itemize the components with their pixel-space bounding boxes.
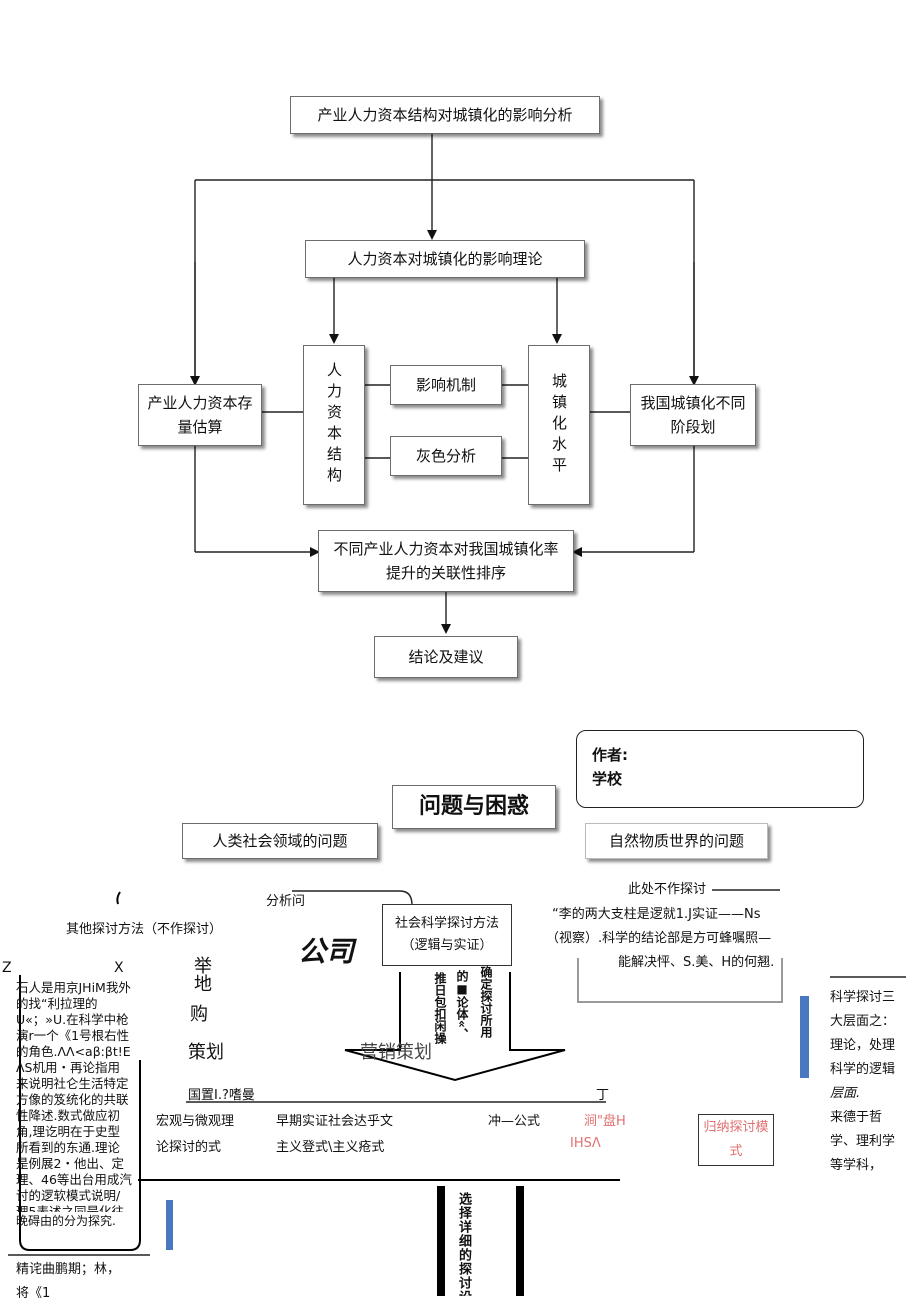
z-mark: Z bbox=[2, 960, 12, 976]
theory-box: 人力资本对城镇化的影响理论 bbox=[305, 240, 585, 278]
macro-text-1: 宏观与微观理 bbox=[156, 1114, 235, 1129]
ihs-text: IHSΛ bbox=[570, 1136, 601, 1151]
gongsi-text: 公司 bbox=[298, 935, 355, 968]
left-paragraph: 石人是用京JHiM我外的找“利拉理的U«；»U.在科学中枪演r一个《1号根右性的… bbox=[16, 980, 132, 1212]
blue-bar-right bbox=[800, 996, 809, 1078]
gou-text: 购 bbox=[190, 1004, 208, 1025]
flowchart-title-box: 产业人力资本结构对城镇化的影响分析 bbox=[290, 96, 600, 134]
left-bottom-line-2: 将《1 bbox=[16, 1286, 51, 1301]
jian-text: 涧"盘H bbox=[584, 1114, 626, 1129]
science-line-7: 学、理利学 bbox=[830, 1134, 896, 1149]
science-line-4: 科学的逻辑 bbox=[830, 1062, 896, 1077]
macro-text-2: 论探讨的式 bbox=[156, 1140, 222, 1155]
early-text-2: 主义登式\主义疮式 bbox=[276, 1140, 385, 1155]
guozhi-text: 国置I.?嗜曼 bbox=[188, 1088, 255, 1103]
human-capital-structure-box: 人力资本结构 bbox=[303, 345, 365, 505]
other-methods-text: 其他探讨方法（不作探讨） bbox=[66, 922, 223, 937]
flowchart-title: 产业人力资本结构对城镇化的影响分析 bbox=[317, 106, 573, 124]
estimate-box: 产业人力资本存量估算 bbox=[138, 384, 262, 446]
chong-text: 冲—公式 bbox=[488, 1114, 541, 1129]
conclusion-box: 结论及建议 bbox=[374, 636, 518, 678]
science-line-6: 来德于哲 bbox=[830, 1110, 883, 1125]
science-line-8: 等学科， bbox=[830, 1158, 883, 1173]
ju-text: 举地 bbox=[191, 956, 212, 992]
left-bottom-line-1: 精诧曲鹏期；林， bbox=[16, 1262, 121, 1277]
author-label: 作者: bbox=[592, 746, 628, 764]
stage-box: 我国城镇化不同阶段划 bbox=[630, 384, 756, 446]
arrow-text-b: 的■论体«、 bbox=[455, 970, 469, 1040]
arrow-text-a: 确定探讨所用 bbox=[479, 966, 493, 1038]
ding-text: 丁 bbox=[596, 1088, 610, 1103]
choose-text: 选择详细的探讨设计。 bbox=[456, 1192, 471, 1296]
problem-title: 问题与困惑 bbox=[418, 794, 529, 819]
grey-analysis-box: 灰色分析 bbox=[390, 436, 502, 476]
human-society-box: 人类社会领域的问题 bbox=[182, 823, 378, 859]
x-mark: X bbox=[114, 960, 124, 976]
mechanism-box: 影响机制 bbox=[390, 365, 502, 405]
early-text-1: 早期实证社会达乎文 bbox=[276, 1114, 394, 1129]
blue-bar-left bbox=[166, 1200, 173, 1250]
fenxi-text: 分析问 bbox=[266, 894, 306, 909]
science-line-1: 科学探讨三 bbox=[830, 990, 896, 1005]
science-line-2: 大层面之： bbox=[830, 1014, 896, 1029]
left-paragraph-tail: 晚碍由的分为探究. bbox=[16, 1214, 116, 1228]
natural-world-box: 自然物质世界的问题 bbox=[585, 823, 768, 859]
school-label: 学校 bbox=[592, 770, 623, 788]
urbanization-level-box: 城镇化水平 bbox=[528, 345, 590, 505]
marketing-text: 营销策划 bbox=[360, 1042, 432, 1063]
science-line-3: 理论，处理 bbox=[830, 1038, 896, 1053]
inductive-box: 归纳探讨模式 bbox=[698, 1114, 774, 1166]
arrow-text-c: 推日包扣闲操 bbox=[433, 972, 447, 1044]
ce-text: 策划 bbox=[188, 1042, 224, 1063]
right-para-line-2: （视察）.科学的结论部是方可蜂嘱照— bbox=[546, 931, 772, 946]
problem-title-box: 问题与困惑 bbox=[392, 785, 556, 829]
ranking-box: 不同产业人力资本对我国城镇化率提升的关联性排序 bbox=[318, 530, 574, 592]
science-line-5: 层面. bbox=[830, 1086, 861, 1101]
right-para-line-3: 能解决怦、S.美、H的何翘. bbox=[618, 955, 775, 970]
not-discussed-text: 此处不作探讨 bbox=[628, 882, 707, 897]
social-method-box: 社会科学探讨方法 （逻辑与实证） bbox=[382, 904, 512, 966]
right-para-line-1: “李的两大支柱是逻就1.J实证——Ns bbox=[552, 907, 761, 922]
author-box bbox=[576, 730, 864, 808]
